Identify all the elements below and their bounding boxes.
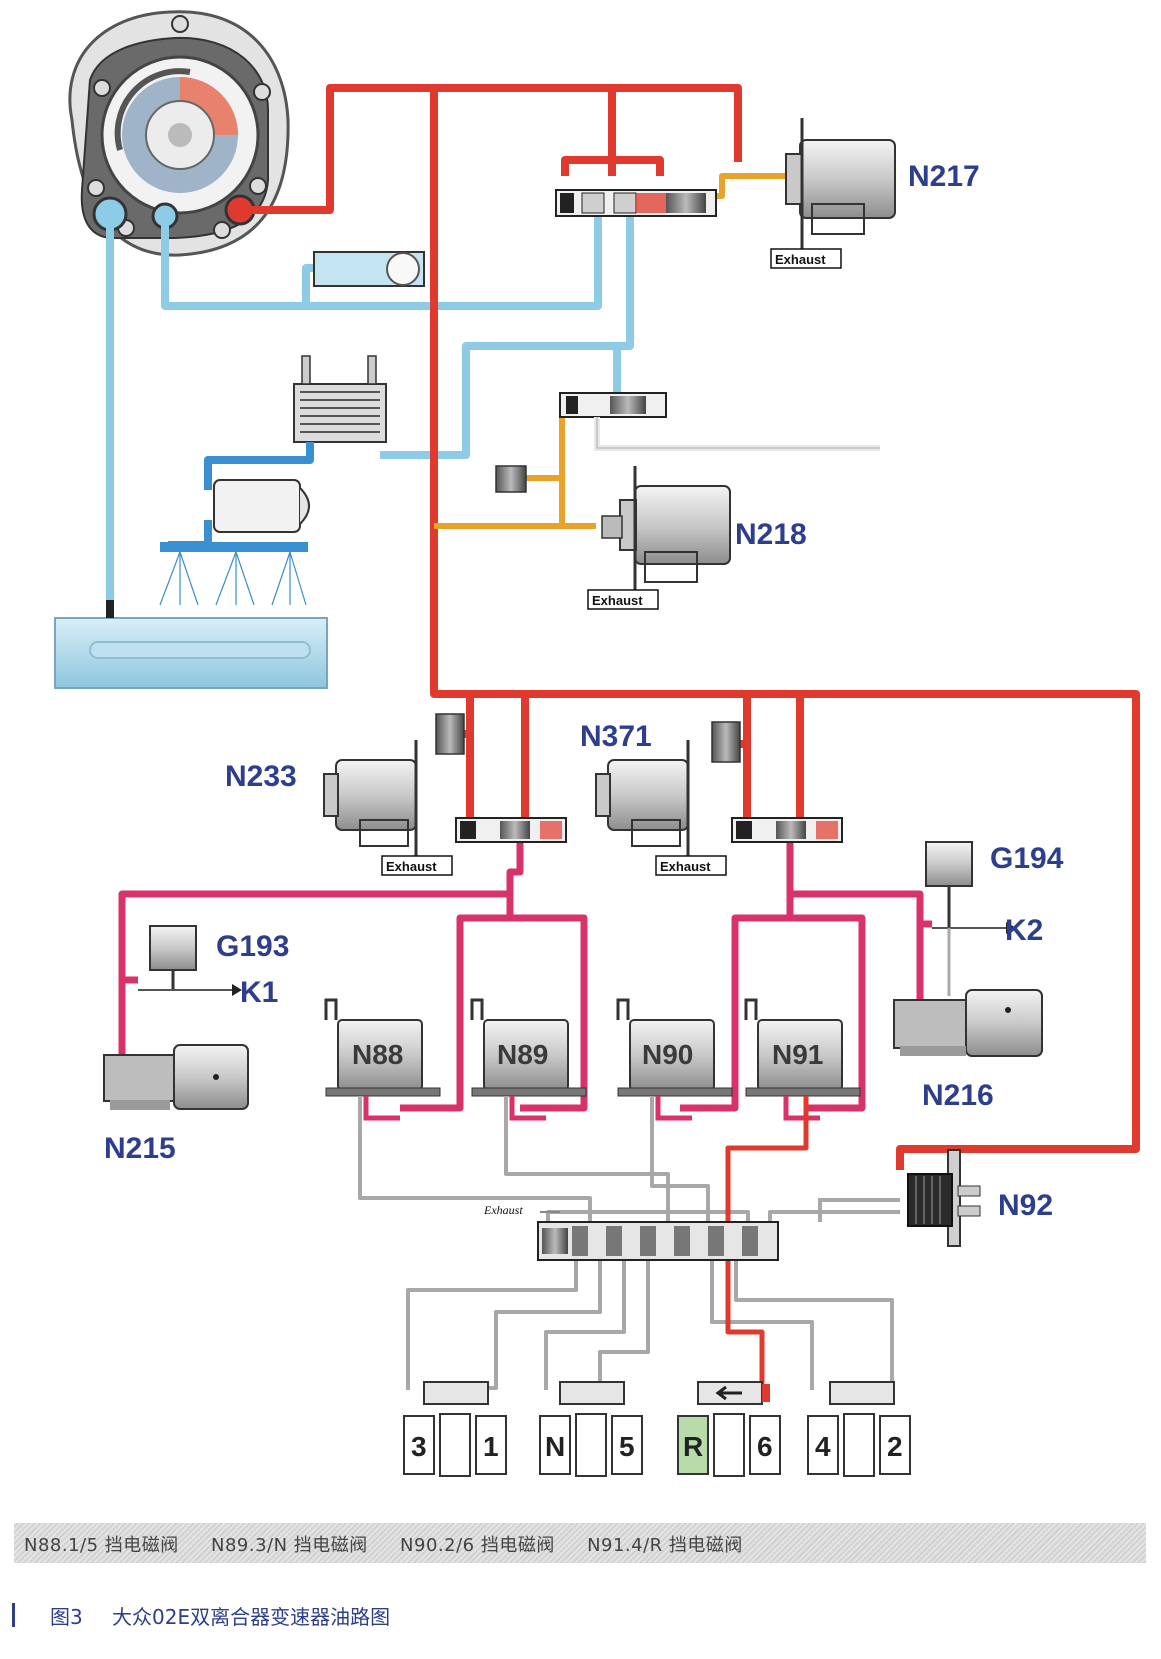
clutch-valve-k2 (731, 817, 843, 843)
pilot-valve (559, 392, 880, 451)
solenoid-n233 (323, 713, 465, 864)
oil-cooler (293, 355, 387, 443)
hydraulic-circuit-diagram: N217 Exhaust N218 Exhaust (54, 10, 1140, 1477)
label-g194: G194 (990, 842, 1064, 875)
clutch-k2-actuator-n216 (893, 989, 1043, 1057)
exhaust-tag-n218: Exhaust (587, 589, 659, 610)
svg-text:Exhaust: Exhaust (775, 252, 826, 267)
gear-label-5: 5 (619, 1431, 635, 1462)
legend-n91: N91.4/R 挡电磁阀 (587, 1535, 743, 1556)
gear-pressure-lines (358, 1096, 900, 1390)
label-n218: N218 (735, 518, 807, 551)
label-k2: K2 (1005, 914, 1043, 947)
main-pressure-lines (240, 84, 1140, 1170)
label-n216: N216 (922, 1079, 994, 1112)
gear-label-4: 4 (815, 1431, 831, 1462)
label-n371: N371 (580, 720, 652, 753)
legend-n88: N88.1/5 挡电磁阀 (24, 1535, 179, 1556)
svg-text:N88: N88 (352, 1039, 403, 1070)
pressure-sender-g193 (138, 925, 242, 996)
accumulator-spring (495, 465, 527, 493)
legend-n90: N90.2/6 挡电磁阀 (400, 1535, 555, 1556)
main-pressure-valve (555, 189, 717, 217)
figure-caption: 图3 大众02E双离合器变速器油路图 (0, 1601, 1161, 1631)
gear-actuator-r-6: R 6 (677, 1381, 781, 1477)
legend: N88.1/5 挡电磁阀 N89.3/N 挡电磁阀 N90.2/6 挡电磁阀 N… (24, 1531, 769, 1557)
oil-filter (213, 479, 310, 533)
exhaust-tag-n217: Exhaust (770, 248, 842, 269)
gear-solenoid-n88: N88 (324, 998, 441, 1121)
control-pressure-lines (434, 173, 790, 529)
solenoid-n218 (601, 466, 731, 590)
solenoid-n371 (595, 721, 741, 864)
multiplexer-valve (537, 1221, 779, 1261)
gear-solenoid-n89: N89 (470, 998, 587, 1121)
label-g193: G193 (216, 930, 289, 963)
legend-bar (14, 1523, 1146, 1563)
gear-actuator-n-5: N 5 (539, 1381, 643, 1477)
gear-solenoid-n91: N91 (744, 998, 861, 1121)
caption-title: 大众02E双离合器变速器油路图 (112, 1605, 391, 1629)
svg-text:Exhaust: Exhaust (660, 859, 711, 874)
label-k1: K1 (240, 976, 278, 1009)
oil-sump (54, 617, 328, 689)
svg-text:N90: N90 (642, 1039, 693, 1070)
solenoid-n217 (785, 118, 896, 264)
svg-text:Exhaust: Exhaust (386, 859, 437, 874)
legend-n89: N89.3/N 挡电磁阀 (211, 1535, 368, 1556)
gear-actuator-3-1: 3 1 (403, 1381, 507, 1477)
label-n217: N217 (908, 160, 980, 193)
gear-label-6: 6 (757, 1431, 773, 1462)
spray-bar (159, 542, 308, 606)
label-n215: N215 (104, 1132, 176, 1165)
oil-pump (68, 10, 290, 257)
suction-filter (106, 600, 114, 618)
pressure-relief-valve (313, 251, 425, 287)
svg-text:N89: N89 (497, 1039, 548, 1070)
gear-label-2: 2 (887, 1431, 903, 1462)
label-n233: N233 (225, 760, 297, 793)
clutch-k1-actuator-n215 (103, 1044, 249, 1110)
gear-label-n: N (545, 1431, 565, 1462)
gear-label-3: 3 (411, 1431, 427, 1462)
gear-label-1: 1 (483, 1431, 499, 1462)
svg-text:Exhaust: Exhaust (592, 593, 643, 608)
clutch-valve-k1 (455, 817, 567, 843)
svg-text:N91: N91 (772, 1039, 823, 1070)
pressure-sender-g194 (925, 841, 1016, 996)
suction-lines (106, 212, 634, 612)
exhaust-tag-n371: Exhaust (655, 855, 727, 876)
gear-actuator-4-2: 4 2 (807, 1381, 911, 1477)
label-exhaust-multiplexer: Exhaust (483, 1203, 523, 1217)
label-n92: N92 (998, 1189, 1053, 1222)
gear-label-r: R (683, 1431, 703, 1462)
caption-number: 图3 (50, 1605, 83, 1629)
caption-marker (12, 1603, 15, 1627)
exhaust-tag-n233: Exhaust (381, 855, 453, 876)
gear-solenoid-n90: N90 (616, 998, 733, 1121)
clutch-pressure-lines (118, 840, 932, 1112)
solenoid-n92 (818, 1149, 981, 1247)
